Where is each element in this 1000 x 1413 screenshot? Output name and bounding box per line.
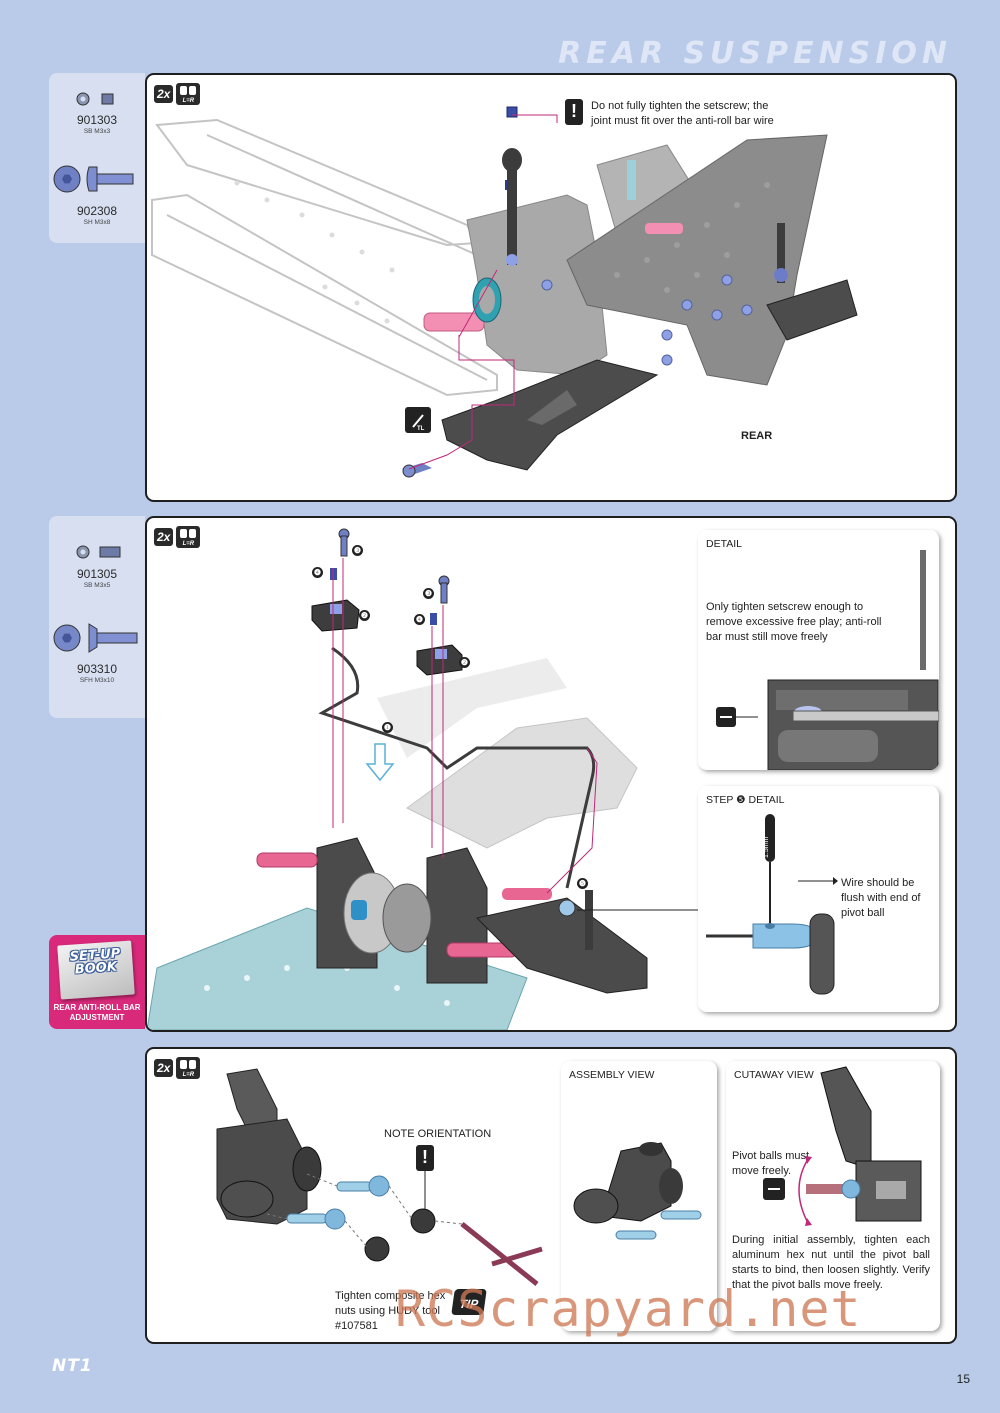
step1-panel: 2x L=R xyxy=(145,73,957,502)
book-cover-icon: SET-UP BOOK xyxy=(57,940,135,1000)
step5-detail-subpanel: STEP ❺ DETAIL Wire should be flush with … xyxy=(698,786,939,1012)
callout-4: ❹ xyxy=(312,567,323,578)
tl-label: TL xyxy=(417,426,425,432)
part-901303: 901303 SB M3x3 xyxy=(76,113,118,135)
quantity-indicator: 2x L=R xyxy=(154,83,201,105)
page-title: REAR SUSPENSION xyxy=(558,36,952,71)
callout-1: ❶ xyxy=(382,722,393,733)
cutaway-drawing xyxy=(763,1066,922,1226)
setscrew-note: Do not fully tighten the setscrew; the j… xyxy=(591,100,774,127)
detail-note: Only tighten setscrew enough to remove e… xyxy=(706,601,882,643)
left-right-icon: L=R xyxy=(176,1057,201,1079)
callout-2: ❷ xyxy=(359,610,370,621)
assembly-view-subpanel: ASSEMBLY VIEW xyxy=(561,1061,717,1331)
rear-suspension-illustration: TL xyxy=(151,106,858,478)
tighten-note: Tighten composite hex nuts using HUDY to… xyxy=(335,1290,446,1332)
left-right-icon: L=R xyxy=(176,83,201,105)
page-number: 15 xyxy=(956,1372,970,1386)
callout-3: ❸ xyxy=(352,545,363,556)
callout-4b: ❹ xyxy=(414,614,425,625)
callout-3b: ❸ xyxy=(423,588,434,599)
pivot-ball-drawing: 1.5mm xyxy=(706,814,838,995)
quantity-indicator: 2x L=R xyxy=(154,1057,201,1079)
flush-note: Wire should be flush with end of pivot b… xyxy=(841,877,921,919)
part-901305: 901305 SB M3x5 xyxy=(76,567,118,589)
quantity-indicator: 2x L=R xyxy=(154,526,201,548)
setup-book-badge[interactable]: SET-UP BOOK REAR ANTI-ROLL BAR ADJUSTMEN… xyxy=(49,935,145,1029)
parts-list-step1: 901303 SB M3x3 902308 SH M3x8 xyxy=(49,73,145,243)
rear-direction-label: REAR xyxy=(741,430,773,442)
step2-panel: 2x L=R xyxy=(145,516,957,1032)
anti-roll-bar-illustration xyxy=(147,528,702,1030)
parts-icons xyxy=(53,545,138,653)
watermark: RCScrapyard.net xyxy=(395,1280,862,1338)
callout-2b: ❷ xyxy=(459,657,470,668)
warning-icon: ! xyxy=(416,1145,434,1171)
parts-list-step2: 901305 SB M3x5 903310 SFH M3x10 xyxy=(49,516,145,718)
cutaway-view-subpanel: CUTAWAY VIEW Pivot balls must move freel… xyxy=(726,1061,940,1331)
parts-icons xyxy=(53,92,134,193)
left-right-icon: L=R xyxy=(176,526,201,548)
step3-panel: 2x L=R NOTE ORIENTATION ! Tighten compos… xyxy=(145,1047,957,1344)
part-902308: 902308 SH M3x8 xyxy=(76,204,118,226)
warning-icon: ! xyxy=(565,99,583,125)
note-orientation: NOTE ORIENTATION xyxy=(384,1128,492,1140)
nt1-logo: NT1 xyxy=(52,1356,93,1376)
initial-assembly-note: During initial assembly, tighten each al… xyxy=(732,1234,930,1291)
callout-5: ❺ xyxy=(577,878,588,889)
part-903310: 903310 SFH M3x10 xyxy=(76,662,118,684)
pivot-ball-assembly-illustration xyxy=(216,1068,543,1286)
detail-subpanel: DETAIL Only tighten setscrew enough to r… xyxy=(698,530,939,770)
tool-size-label: 1.5mm xyxy=(763,836,770,858)
pivot-note: Pivot balls must move freely. xyxy=(732,1150,810,1177)
setscrew-detail-drawing xyxy=(716,550,939,770)
assembly-view-drawing xyxy=(573,1142,702,1240)
